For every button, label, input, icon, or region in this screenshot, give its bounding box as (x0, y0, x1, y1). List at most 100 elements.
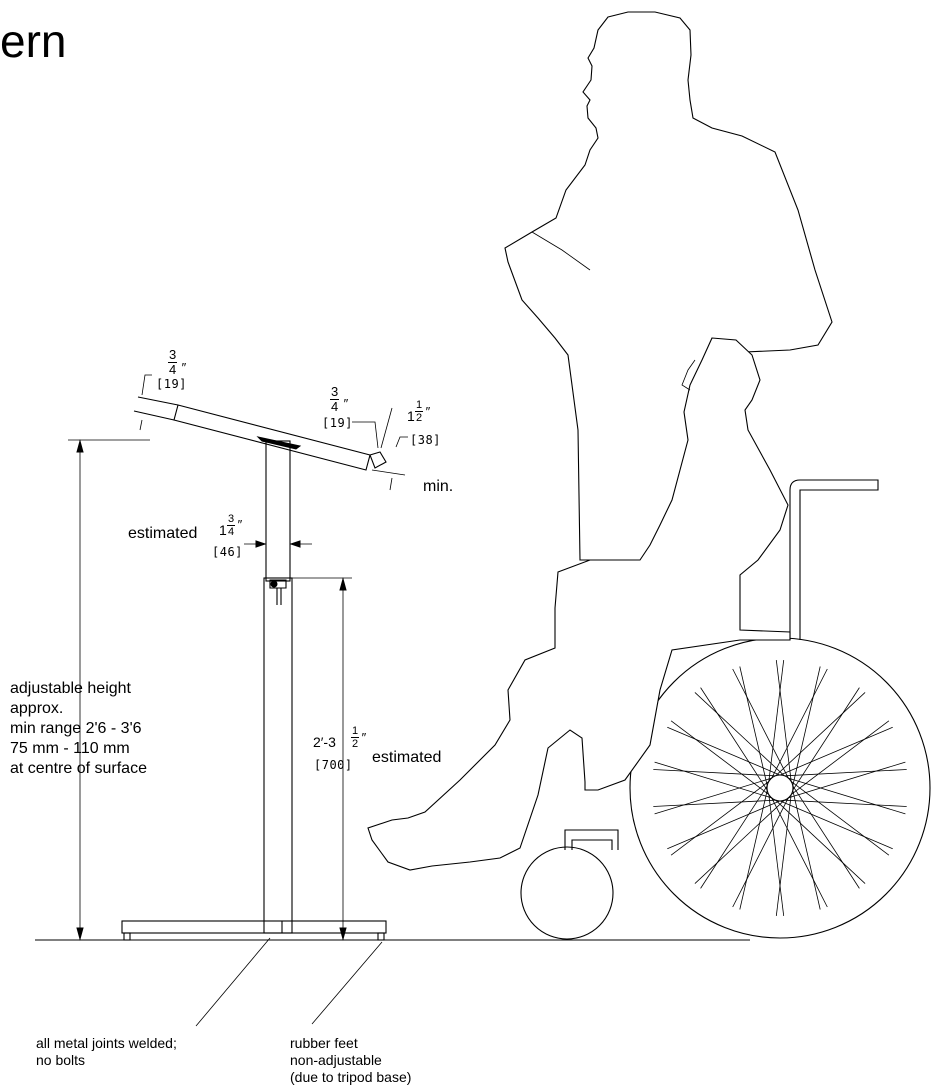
wheel-spoke (785, 777, 890, 856)
lip-height-whole: 1 (407, 408, 415, 424)
lectern-foot-left (123, 932, 131, 941)
post-width-den: 4 (228, 526, 235, 538)
rubber-feet-note-line: (due to tripod base) (290, 1069, 412, 1085)
wheelchair-back-frame (789, 479, 879, 640)
lip-height-leader-low (389, 477, 393, 491)
lip-height-min-note: min. (423, 478, 454, 495)
post-width-metric: [46] (212, 545, 243, 559)
feet-note-leader (311, 941, 383, 1025)
wheel-spoke (653, 769, 783, 777)
wheel-spoke (694, 692, 790, 781)
lip-height-fraction: 1 2 (415, 399, 424, 424)
post-width-whole: 1 (219, 522, 227, 538)
lip-height-leader (395, 436, 408, 448)
lip-height-inch: ″ (425, 404, 430, 419)
post-width-arrow-right (289, 540, 301, 548)
lip-height-metric: [38] (410, 433, 441, 447)
wheelchair-caster-fork (564, 829, 619, 850)
wheel-spoke (781, 775, 906, 815)
post-height-estimated: estimated (372, 749, 442, 766)
lip-thickness-fraction: 3 4 (330, 385, 340, 414)
page-title-fragment: ern (0, 15, 67, 67)
lectern-lower-post (263, 577, 293, 934)
wheel-spoke (700, 687, 772, 796)
wheel-spoke (732, 668, 792, 785)
wheel-spoke (777, 799, 907, 807)
lip-height-ext-bottom (371, 469, 406, 476)
post-height-num: 1 (351, 725, 360, 738)
wheel-spoke (775, 787, 793, 916)
wheel-spoke (768, 791, 828, 908)
adjustable-height-line: min range 2'6 - 3'6 (10, 720, 142, 737)
lip-thickness-inch: ″ (343, 396, 348, 411)
welded-note: all metal joints welded; no bolts (36, 1035, 177, 1069)
wheel-spoke (739, 666, 770, 793)
wheel-spoke (773, 726, 893, 778)
top-thickness-fraction: 3 4 (168, 347, 178, 377)
wheel-spoke (790, 666, 821, 793)
top-thickness-leader (141, 374, 152, 396)
wheel-spoke (775, 660, 793, 789)
lectern-upper-post (265, 440, 291, 582)
post-height-arrow-bottom (339, 927, 347, 941)
wheel-spoke (773, 798, 893, 850)
lectern-clamp-knob (269, 579, 287, 605)
wheel-spoke (667, 726, 787, 778)
post-width-arrow-left (255, 540, 267, 548)
lip-height-num: 1 (415, 399, 424, 412)
top-thickness-inch: ″ (181, 360, 186, 375)
wheelchair-spokes (653, 660, 907, 916)
post-height-inch: ″ (361, 730, 366, 745)
wheel-spoke (670, 777, 775, 856)
wheel-spoke (767, 787, 785, 916)
wheel-spoke (732, 791, 792, 908)
post-height-den: 2 (352, 738, 359, 750)
lip-thickness-metric: [19] (322, 416, 353, 430)
height-arrow-bottom (76, 927, 84, 941)
wheel-spoke (770, 692, 866, 781)
wheel-spoke (768, 668, 828, 785)
wheel-spoke (781, 761, 906, 801)
wheel-spoke (667, 798, 787, 850)
standing-person-arm (531, 231, 591, 271)
post-height-metric: [700] (314, 758, 353, 772)
post-height-whole: 2′-3 (313, 734, 336, 750)
seated-person-hair (681, 359, 696, 391)
lip-height-ext-top (380, 407, 393, 449)
wheel-spoke (785, 720, 890, 799)
wheel-spoke (654, 775, 779, 815)
wheel-spoke (767, 660, 785, 789)
wheel-spoke (670, 720, 775, 799)
post-height-fraction: 1 2 (351, 725, 360, 750)
post-width-num: 3 (227, 513, 236, 526)
lip-thickness-den: 4 (331, 399, 339, 414)
post-width-prefix: estimated (128, 525, 198, 542)
top-thickness-num: 3 (168, 347, 178, 363)
adjustable-height-note: adjustable height approx. min range 2'6 … (10, 679, 147, 779)
lectern-clamp-bolt (270, 580, 278, 588)
lip-height-den: 2 (416, 412, 423, 424)
wheel-spoke (654, 761, 779, 801)
welded-note-leader (195, 937, 271, 1027)
wheel-spoke (770, 795, 866, 884)
adjustable-height-line: 75 mm - 110 mm (10, 740, 130, 757)
top-thickness-metric: [19] (156, 377, 187, 391)
lectern-foot-right (377, 932, 385, 941)
rubber-feet-note: rubber feet non-adjustable (due to tripo… (290, 1035, 411, 1086)
wheel-spoke (653, 799, 783, 807)
standing-person-silhouette (504, 11, 833, 561)
wheelchair-hub (766, 774, 794, 802)
welded-note-line: all metal joints welded; (36, 1035, 177, 1051)
wheel-spoke (788, 780, 860, 889)
rubber-feet-note-line: rubber feet (290, 1035, 358, 1051)
welded-note-line: no bolts (36, 1052, 86, 1068)
post-width-fraction: 3 4 (227, 513, 236, 538)
adjustable-height-line: adjustable height (10, 680, 131, 697)
wheel-spoke (700, 780, 772, 889)
post-width-inch: ″ (237, 517, 242, 532)
wheel-spoke (694, 795, 790, 884)
height-arrow-top (76, 439, 84, 453)
lectern-base-plate (121, 920, 387, 934)
rubber-feet-note-line: non-adjustable (290, 1052, 382, 1068)
